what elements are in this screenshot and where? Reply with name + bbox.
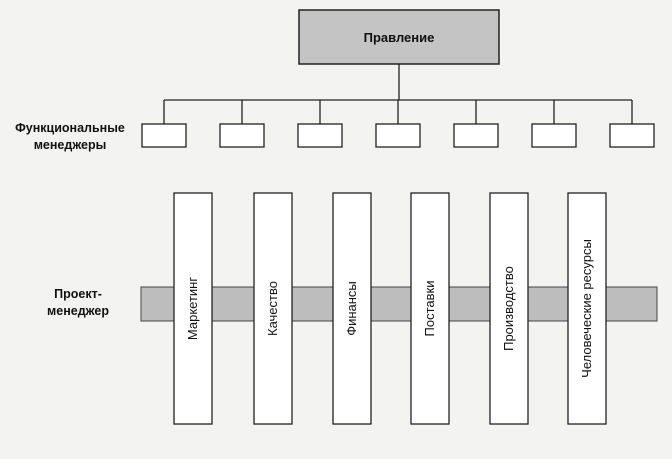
department-column-box bbox=[489, 192, 529, 425]
department-column-box bbox=[410, 192, 450, 425]
functional-manager-box bbox=[609, 123, 655, 148]
department-column: Финансы bbox=[332, 192, 372, 425]
department-label: Качество bbox=[265, 281, 280, 336]
department-column: Человеческие ресурсы bbox=[567, 192, 607, 425]
functional-manager-box bbox=[297, 123, 343, 148]
department-column: Качество bbox=[253, 192, 293, 425]
department-column-box bbox=[332, 192, 372, 425]
department-column-box bbox=[253, 192, 293, 425]
functional-manager-box bbox=[375, 123, 421, 148]
department-label: Маркетинг bbox=[185, 277, 200, 340]
functional-manager-box bbox=[141, 123, 187, 148]
board-connectors bbox=[164, 64, 632, 101]
functional-managers-label-line2: менеджеры bbox=[34, 138, 107, 152]
board-node: Правление bbox=[298, 9, 500, 65]
functional-managers-label-line1: Функциональные bbox=[15, 121, 125, 135]
department-column-box bbox=[567, 192, 607, 425]
department-column-box bbox=[173, 192, 213, 425]
department-column: Поставки bbox=[410, 192, 450, 425]
department-label: Поставки bbox=[422, 281, 437, 337]
project-manager-label-line1: Проект- bbox=[54, 287, 102, 301]
board-box bbox=[298, 9, 500, 65]
department-label: Человеческие ресурсы bbox=[579, 239, 594, 378]
board-label: Правление bbox=[364, 30, 435, 45]
project-manager-label-line2: менеджер bbox=[47, 304, 109, 318]
department-label: Производство bbox=[501, 266, 516, 351]
functional-managers-group bbox=[141, 100, 655, 148]
department-label: Финансы bbox=[344, 281, 359, 336]
department-column: Маркетинг bbox=[173, 192, 213, 425]
functional-manager-box bbox=[219, 123, 265, 148]
departments-group: Маркетинг Качество Финансы Поставки Производ… bbox=[173, 192, 607, 425]
functional-manager-box bbox=[453, 123, 499, 148]
functional-manager-box bbox=[531, 123, 577, 148]
department-column: Производство bbox=[489, 192, 529, 425]
